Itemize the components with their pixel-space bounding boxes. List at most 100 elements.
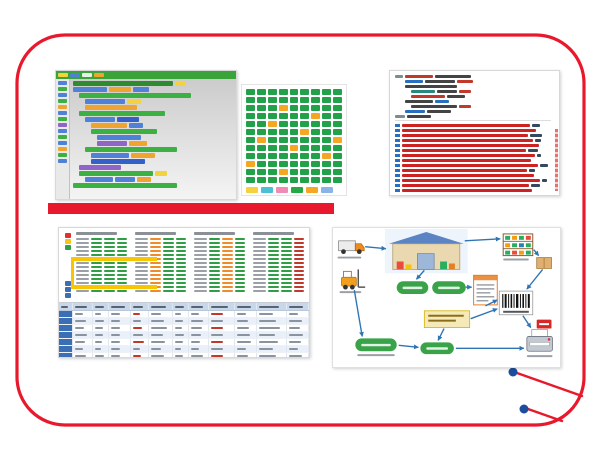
cell-value xyxy=(194,258,207,260)
cell-text xyxy=(75,320,87,322)
block-row xyxy=(97,135,233,140)
status-tile xyxy=(322,113,332,119)
table-cell xyxy=(131,339,149,345)
table-cell xyxy=(93,353,109,357)
status-tile xyxy=(322,89,332,95)
status-tile xyxy=(267,129,277,135)
table-cell xyxy=(287,339,309,345)
table-cell xyxy=(131,353,149,357)
code-block xyxy=(133,87,149,92)
cell-value xyxy=(135,278,148,280)
code-token xyxy=(411,105,457,108)
cell-value xyxy=(150,262,161,264)
status-tile xyxy=(289,177,299,183)
caption-node3 xyxy=(357,354,395,357)
cell-value xyxy=(281,242,292,244)
cell-value xyxy=(117,250,127,252)
block-row xyxy=(91,159,233,164)
table-cell xyxy=(93,332,109,338)
cell-value xyxy=(150,266,161,268)
cell-value xyxy=(268,286,279,288)
code-token xyxy=(405,85,457,88)
table-cell xyxy=(73,332,93,338)
column-header xyxy=(189,303,209,310)
code-line xyxy=(395,75,551,78)
table-cell xyxy=(73,318,93,324)
divider-line xyxy=(395,120,551,121)
cell-value xyxy=(268,274,279,276)
code-block xyxy=(129,123,143,128)
flow-arrow xyxy=(526,268,544,290)
cell-text xyxy=(151,348,162,350)
cell-value xyxy=(91,274,102,276)
table-cell xyxy=(109,318,131,324)
block-editor-toolbar xyxy=(56,71,236,79)
palette-block xyxy=(58,123,67,127)
cell-value xyxy=(235,246,245,248)
code-line xyxy=(411,95,551,98)
table-cell xyxy=(59,353,73,357)
table-cell xyxy=(189,353,209,357)
log-line xyxy=(395,129,551,132)
header-text xyxy=(133,305,144,308)
group-row xyxy=(135,238,189,240)
cell-value xyxy=(104,270,115,272)
code-token xyxy=(395,75,403,78)
storage-shelf-icon xyxy=(502,233,534,257)
status-tile xyxy=(333,145,342,151)
cell-text xyxy=(191,313,200,315)
cell-value xyxy=(91,246,102,248)
status-tile xyxy=(311,113,321,119)
cell-value xyxy=(294,254,304,256)
header-text xyxy=(211,305,228,308)
cell-value xyxy=(176,262,186,264)
status-tile xyxy=(289,153,299,159)
table-row xyxy=(59,346,309,353)
cell-text xyxy=(289,341,301,343)
status-tile xyxy=(311,169,321,175)
code-block xyxy=(85,147,177,152)
status-tile xyxy=(246,153,255,159)
group-header xyxy=(194,232,235,235)
cell-text xyxy=(175,334,185,336)
cell-value xyxy=(281,270,292,272)
cell-text xyxy=(211,355,223,357)
log-message xyxy=(402,144,539,147)
cell-text xyxy=(191,327,203,329)
log-line xyxy=(395,139,551,142)
status-tile xyxy=(278,161,288,167)
cell-text xyxy=(259,320,277,322)
table-cell xyxy=(209,353,235,357)
table-cell xyxy=(235,353,257,357)
cell-value xyxy=(176,250,186,252)
cell-value xyxy=(294,270,304,272)
cell-value xyxy=(253,258,266,260)
flow-diagram xyxy=(337,228,553,358)
cell-text xyxy=(75,348,84,350)
code-line xyxy=(411,90,551,93)
package-box-icon xyxy=(536,257,552,269)
cell-value xyxy=(104,278,115,280)
cell-text xyxy=(111,320,121,322)
group-row xyxy=(76,266,130,268)
status-tile xyxy=(289,97,299,103)
code-block xyxy=(73,87,107,92)
log-line-number xyxy=(395,189,400,192)
code-block xyxy=(97,135,141,140)
cell-value xyxy=(176,282,186,284)
table-cell xyxy=(257,311,287,317)
table-cell xyxy=(149,311,173,317)
table-cell xyxy=(287,332,309,338)
cell-text xyxy=(111,348,121,350)
block-row xyxy=(79,111,233,116)
cell-value xyxy=(209,286,220,288)
cell-value xyxy=(253,266,266,268)
cell-value xyxy=(294,290,304,292)
cell-value xyxy=(194,242,207,244)
table-cell xyxy=(173,332,189,338)
legend-swatch xyxy=(246,187,258,193)
process-node-1 xyxy=(396,281,429,295)
status-tile xyxy=(256,113,266,119)
group-row xyxy=(194,286,248,288)
log-tail xyxy=(531,184,540,187)
